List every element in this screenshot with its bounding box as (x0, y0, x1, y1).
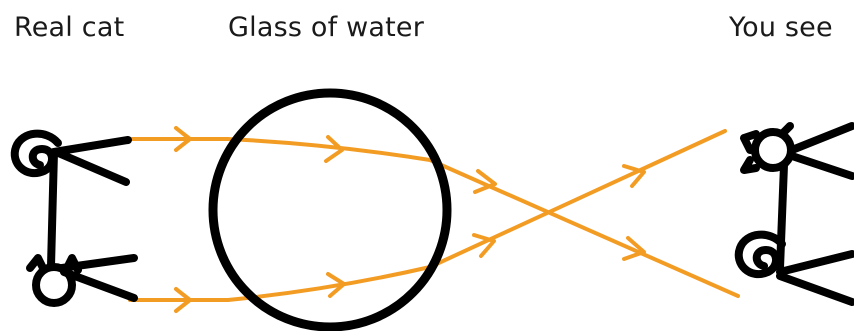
glass-of-water-circle (213, 93, 447, 327)
cat-figure-icon (15, 134, 134, 303)
cat-figure-inverted-icon (739, 126, 852, 302)
